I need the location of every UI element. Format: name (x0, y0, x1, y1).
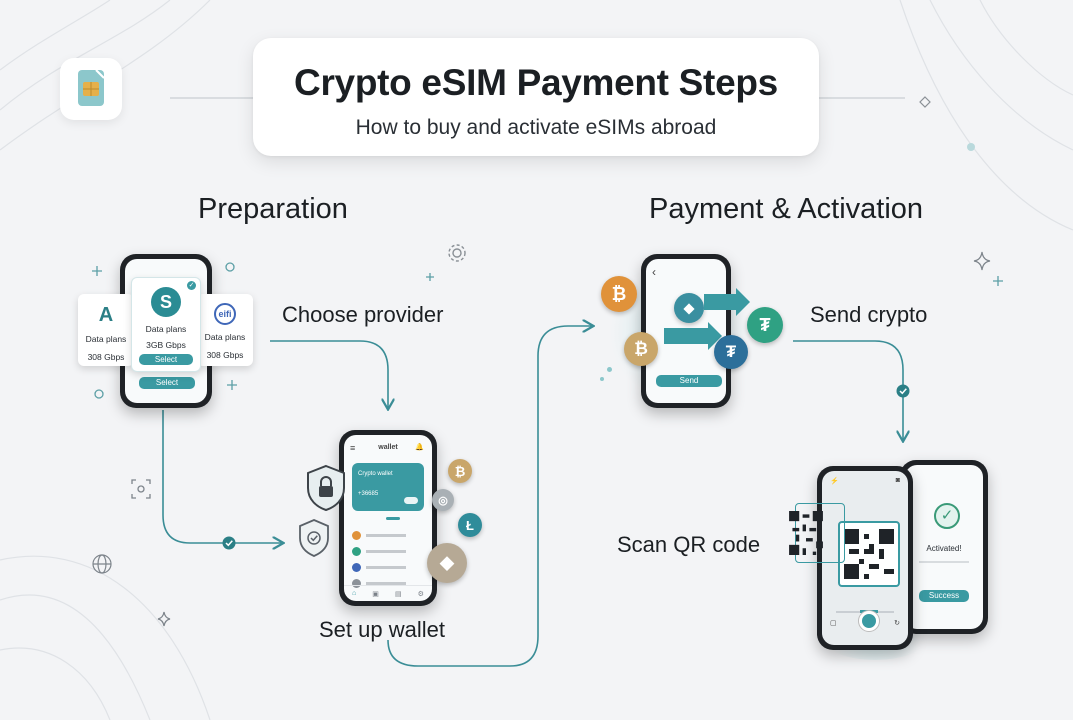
provider-s-select-button[interactable]: Select (139, 354, 193, 365)
provider-a-name: Data plans (85, 334, 127, 344)
ethereum-icon: ⬥ (427, 543, 467, 583)
provider-s-logo: S (151, 287, 181, 317)
dots-decoration (600, 377, 604, 381)
tether-icon: ₮ (714, 335, 748, 369)
shutter-button[interactable] (859, 611, 879, 631)
wallet-card: Crypto wallet +36685 (352, 463, 424, 511)
check-circle-icon: ✓ (187, 281, 196, 290)
provider-eifi-name: Data plans (204, 332, 246, 342)
wallet-card-balance: +36685 (358, 491, 379, 497)
wallet-header: wallet (378, 444, 398, 451)
wallet-bottom-nav[interactable]: ⌂▣▤⚙ (344, 585, 432, 601)
ethereum-icon: ⬥ (674, 293, 704, 323)
litecoin-icon: Ł (458, 513, 482, 537)
check-shield-icon (299, 519, 329, 557)
provider-card-a[interactable]: A Data plans 308 Gbps (78, 294, 134, 366)
title-card: Crypto eSIM Payment Steps How to buy and… (253, 38, 819, 156)
bitcoin-icon: ₿ (448, 459, 472, 483)
section-heading-payment-activation: Payment & Activation (649, 193, 924, 225)
sim-card-badge (60, 58, 122, 120)
globe-icon (92, 554, 112, 574)
sparkle-icon (973, 251, 991, 271)
coin-icon: ◎ (432, 489, 454, 511)
wallet-toggle[interactable] (404, 497, 418, 504)
qr-code-icon (844, 529, 894, 579)
bitcoin-icon: ₿ (601, 276, 637, 312)
sim-card-icon (78, 69, 105, 106)
provider-eifi-speed: 308 Gbps (206, 350, 244, 360)
back-button[interactable]: ‹ (652, 265, 656, 279)
provider-eifi-logo: eifi (214, 303, 236, 325)
bitcoin-icon: ₿ (624, 332, 658, 366)
provider-card-s[interactable]: S Data plans 3GB Gbps Select ✓ (131, 277, 201, 372)
transfer-arrows (664, 288, 750, 350)
gear-icon (448, 244, 466, 262)
qr-code-icon (789, 511, 823, 555)
lock-shield-icon (307, 464, 345, 512)
page-title: Crypto eSIM Payment Steps (294, 62, 778, 103)
activation-phone: ✓ Activated! Success (900, 460, 988, 634)
step-label-choose-provider: Choose provider (282, 302, 444, 327)
scanner-phone: ⚡ ◙ ▢ ↻ (817, 466, 913, 650)
scan-beam (795, 503, 845, 563)
provider-phone-select-button[interactable]: Select (139, 377, 195, 389)
provider-a-logo: A (98, 304, 114, 326)
success-button[interactable]: Success (919, 590, 969, 602)
page-subtitle: How to buy and activate eSIMs abroad (355, 116, 717, 139)
scan-frame-icon (131, 479, 151, 499)
wallet-list (352, 527, 424, 591)
dots-decoration (607, 367, 612, 372)
step-label-scan-qr-code: Scan QR code (617, 532, 761, 557)
sparkle-icon (157, 611, 171, 627)
provider-s-name: Data plans (145, 324, 187, 334)
tether-icon: ₮ (747, 307, 783, 343)
provider-s-speed: 3GB Gbps (146, 340, 186, 350)
send-button[interactable]: Send (656, 375, 722, 387)
section-heading-preparation: Preparation (198, 193, 348, 225)
check-circle-icon: ✓ (934, 503, 960, 529)
provider-a-speed: 308 Gbps (87, 352, 125, 362)
wallet-card-title: Crypto wallet (358, 471, 393, 477)
step-label-set-up-wallet: Set up wallet (319, 617, 445, 642)
wallet-phone: ≡ wallet 🔔 Crypto wallet +36685 ⌂▣▤⚙ (339, 430, 437, 606)
activated-status: Activated! (926, 544, 962, 553)
step-label-send-crypto: Send crypto (810, 302, 928, 327)
provider-card-eifi[interactable]: eifi Data plans 308 Gbps (197, 294, 253, 366)
